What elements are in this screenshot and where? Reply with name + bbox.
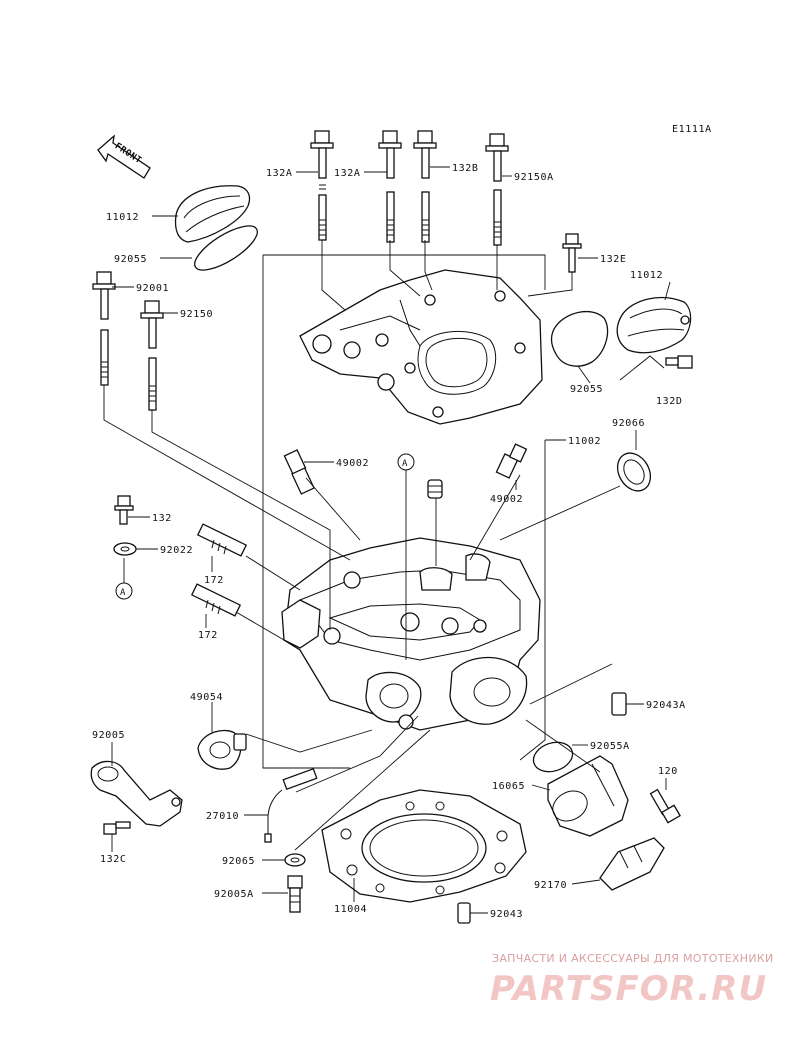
stud-172-upper [196, 523, 248, 557]
watermark-brand: PARTSFOR.RU [490, 969, 767, 1009]
washer-92065 [284, 853, 306, 867]
stud-172-lower [190, 583, 242, 617]
bolt-132d [665, 355, 693, 369]
clamp-92170 [599, 837, 665, 891]
label-49002-left: 49002 [336, 458, 369, 469]
label-132b: 132B [452, 163, 478, 174]
label-11012-right: 11012 [630, 270, 663, 281]
label-132a-1: 132A [266, 168, 292, 179]
label-132c: 132C [100, 854, 126, 865]
svg-text:A: A [402, 459, 408, 469]
reference-circle-a-left: A [115, 582, 133, 600]
front-arrow-icon: FRONT [97, 134, 151, 179]
dowel-92043a [611, 692, 627, 716]
label-92055-left: 92055 [114, 254, 147, 265]
head-cover-11002 [299, 269, 543, 425]
cover-11012-right [616, 296, 692, 354]
bolt-92150 [140, 300, 164, 411]
diagram-code: E1111A [672, 124, 712, 135]
label-92065: 92065 [222, 856, 255, 867]
oring-92055a [532, 741, 574, 773]
label-49054: 49054 [190, 692, 223, 703]
svg-text:A: A [120, 588, 126, 598]
sensor-27010 [264, 767, 318, 843]
label-16065: 16065 [492, 781, 525, 792]
label-27010: 27010 [206, 811, 239, 822]
label-132e: 132E [600, 254, 626, 265]
water-pipe-92005 [90, 760, 183, 827]
leader-lines [111, 166, 671, 914]
label-11002: 11002 [568, 436, 601, 447]
label-172-lower: 172 [198, 630, 218, 641]
gasket-92055-right [550, 310, 609, 367]
label-92150a: 92150A [514, 172, 554, 183]
reference-circle-a-top: A [397, 453, 415, 471]
label-92043a: 92043A [646, 700, 686, 711]
label-49002-right: 49002 [490, 494, 523, 505]
fitting-92005a [287, 875, 303, 913]
label-92170: 92170 [534, 880, 567, 891]
head-gasket-11004 [321, 789, 527, 903]
cover-11012-left [174, 185, 251, 243]
bolt-92001 [92, 271, 116, 386]
part-labels: 11012 92055 132A 132A 132B 92150A 132E 1… [92, 163, 686, 920]
label-92022: 92022 [160, 545, 193, 556]
label-92055a: 92055A [590, 741, 630, 752]
thermostat-49054 [197, 729, 247, 770]
label-92055-right: 92055 [570, 384, 603, 395]
plug-49002-right [495, 443, 528, 479]
cylinder-head [281, 537, 541, 731]
bolt-132a-1 [310, 130, 334, 241]
gasket-92055-left [194, 225, 258, 271]
bolt-132a-2 [378, 130, 402, 243]
bolt-132b [413, 130, 437, 243]
label-172-upper: 172 [204, 575, 224, 586]
intake-holder-16065 [547, 755, 629, 837]
bolt-120 [649, 788, 681, 824]
seal-small [427, 479, 443, 499]
plug-49002-left [283, 449, 315, 495]
label-92005: 92005 [92, 730, 125, 741]
bolt-132e [562, 233, 582, 273]
label-92066: 92066 [612, 418, 645, 429]
label-132a-2: 132A [334, 168, 360, 179]
bolt-132 [114, 495, 134, 525]
label-11004: 11004 [334, 904, 367, 915]
label-11012-left: 11012 [106, 212, 139, 223]
bolt-132c [103, 821, 131, 835]
label-92005a: 92005A [214, 889, 254, 900]
label-120: 120 [658, 766, 678, 777]
watermark-tagline: ЗАПЧАСТИ И АКСЕССУАРЫ ДЛЯ МОТОТЕХНИКИ [492, 952, 774, 965]
label-132d: 132D [656, 396, 682, 407]
bolt-92150a [485, 133, 509, 246]
guide-lines [103, 240, 621, 851]
label-92001: 92001 [136, 283, 169, 294]
label-132: 132 [152, 513, 172, 524]
label-92043: 92043 [490, 909, 523, 920]
label-92150: 92150 [180, 309, 213, 320]
washer-92022 [113, 542, 137, 556]
dowel-92043 [457, 902, 471, 924]
watermark: ЗАПЧАСТИ И АКСЕССУАРЫ ДЛЯ МОТОТЕХНИКИ PA… [490, 952, 774, 1009]
seal-ring-92066 [616, 452, 652, 492]
